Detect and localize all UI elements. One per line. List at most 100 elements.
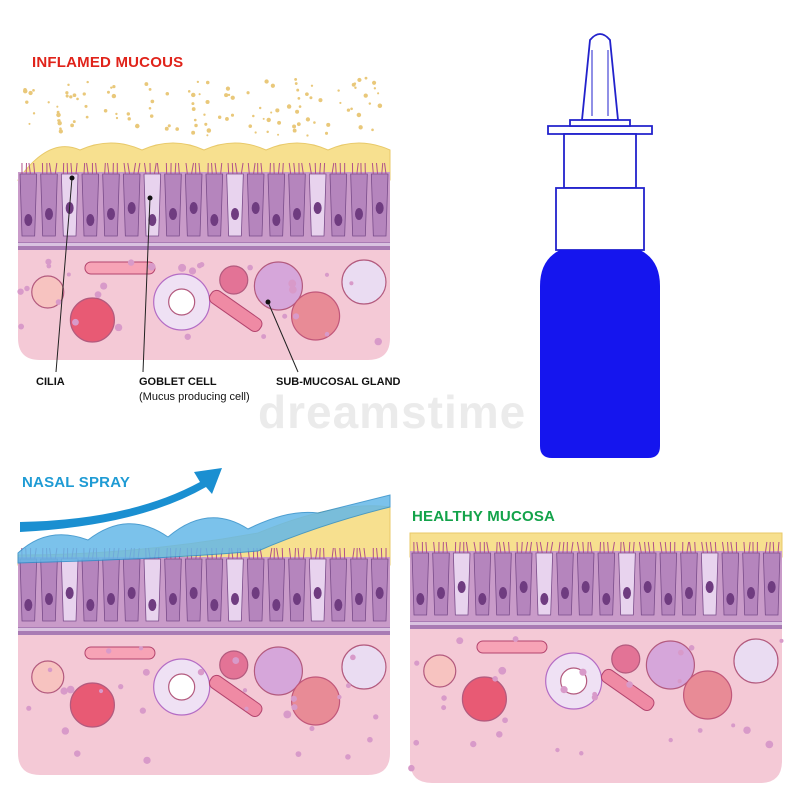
mucus-particle: [346, 108, 351, 112]
mucus-particle: [112, 85, 116, 89]
mucus-particle: [103, 109, 108, 113]
submucosal-cell-cluster: [69, 682, 116, 728]
goblet-cell-note: (Mucus producing cell): [139, 391, 250, 403]
cell-nucleus: [127, 587, 136, 599]
mucus-particle: [194, 123, 198, 128]
mucus-particle: [357, 77, 362, 83]
cilia: [335, 162, 337, 175]
goblet-cell-label: GOBLET CELL: [139, 376, 217, 388]
mucus-particle: [110, 86, 113, 89]
tissue-dot: [291, 704, 298, 711]
cell-nucleus: [24, 599, 33, 611]
cell-nucleus: [561, 587, 569, 599]
cilia: [260, 162, 263, 175]
mucus-particle: [111, 93, 117, 99]
mucus-particle: [292, 128, 297, 133]
cell-nucleus: [86, 599, 95, 611]
cell-nucleus: [375, 202, 384, 214]
cilia: [309, 162, 312, 175]
cilia: [632, 541, 635, 554]
mucus-particle: [149, 114, 154, 118]
tissue-dot: [456, 637, 464, 645]
mucus-particle: [198, 93, 201, 96]
bottle-body: [540, 250, 660, 458]
cilia: [231, 162, 234, 175]
submucosal-cell-cluster: [31, 275, 65, 309]
columnar-cell: [411, 552, 430, 616]
cilia: [486, 541, 490, 554]
cilia: [638, 541, 642, 554]
tissue-dot: [668, 737, 673, 743]
epithelium: [18, 557, 390, 627]
cilia: [356, 162, 359, 175]
mucus-particle: [106, 90, 110, 94]
tissue-dot: [373, 714, 379, 720]
cell-nucleus: [623, 587, 631, 599]
cilia: [276, 547, 279, 560]
cilia: [123, 162, 126, 175]
spray-wave: [17, 494, 391, 564]
mucus-particle: [148, 87, 152, 91]
cilia: [416, 541, 419, 554]
tissue-dot: [61, 727, 70, 735]
cilia: [562, 541, 565, 554]
tissue-dot: [560, 686, 568, 694]
mucus-particle: [294, 82, 298, 85]
mucus-particle: [351, 82, 356, 87]
cilia: [536, 541, 539, 554]
mucus-particle: [230, 113, 235, 117]
cilia: [288, 547, 292, 560]
columnar-cell: [19, 558, 38, 622]
cilia: [550, 541, 554, 554]
mucus-particle: [277, 120, 282, 125]
columnar-cell: [40, 173, 58, 237]
cilia: [376, 162, 379, 175]
gland-leader: [267, 301, 299, 373]
tissue-dot: [26, 705, 32, 711]
cell-nucleus: [664, 593, 673, 605]
blood-vessel: [208, 289, 263, 333]
submucosal-cell-cluster: [69, 297, 116, 343]
cilia: [54, 162, 58, 175]
tissue-dot: [413, 739, 420, 746]
tissue-dot: [55, 299, 62, 305]
spray-arrow: [20, 468, 222, 532]
cilia: [240, 162, 244, 175]
tissue-dot: [261, 334, 267, 339]
cilia: [83, 162, 86, 175]
columnar-cell: [205, 558, 224, 622]
mucus-particle: [196, 80, 200, 84]
cilia: [294, 547, 297, 560]
cilia: [664, 541, 667, 554]
columnar-cell: [205, 173, 224, 237]
cilia-point: [69, 175, 75, 181]
cell-nucleus: [726, 593, 735, 605]
cilia: [363, 547, 366, 560]
cilia: [339, 547, 341, 560]
cell-nucleus: [334, 599, 343, 611]
mucus-particle: [72, 93, 77, 98]
mucus-particle: [82, 92, 86, 96]
cell-nucleus: [437, 587, 445, 599]
cell-nucleus: [767, 581, 776, 593]
cilia: [465, 541, 469, 554]
mucus-particle: [85, 115, 89, 119]
cilia: [334, 547, 337, 560]
tissue-dot: [408, 764, 415, 772]
cell-nucleus: [86, 214, 95, 226]
bottle-collar: [547, 125, 653, 135]
mucus-particle: [205, 99, 210, 105]
tissue-dot: [743, 726, 751, 734]
nasal-spray-title: NASAL SPRAY: [22, 474, 131, 491]
columnar-cell: [742, 552, 760, 616]
cell-nucleus: [107, 208, 115, 220]
mucus-particle: [296, 88, 300, 92]
tissue-dot: [295, 751, 302, 757]
cilia: [143, 162, 147, 175]
cell-nucleus: [334, 214, 343, 226]
cilia: [730, 541, 733, 554]
tissue-dot: [492, 676, 498, 682]
mucus-particle: [167, 124, 171, 128]
mucus-particle: [227, 93, 231, 97]
